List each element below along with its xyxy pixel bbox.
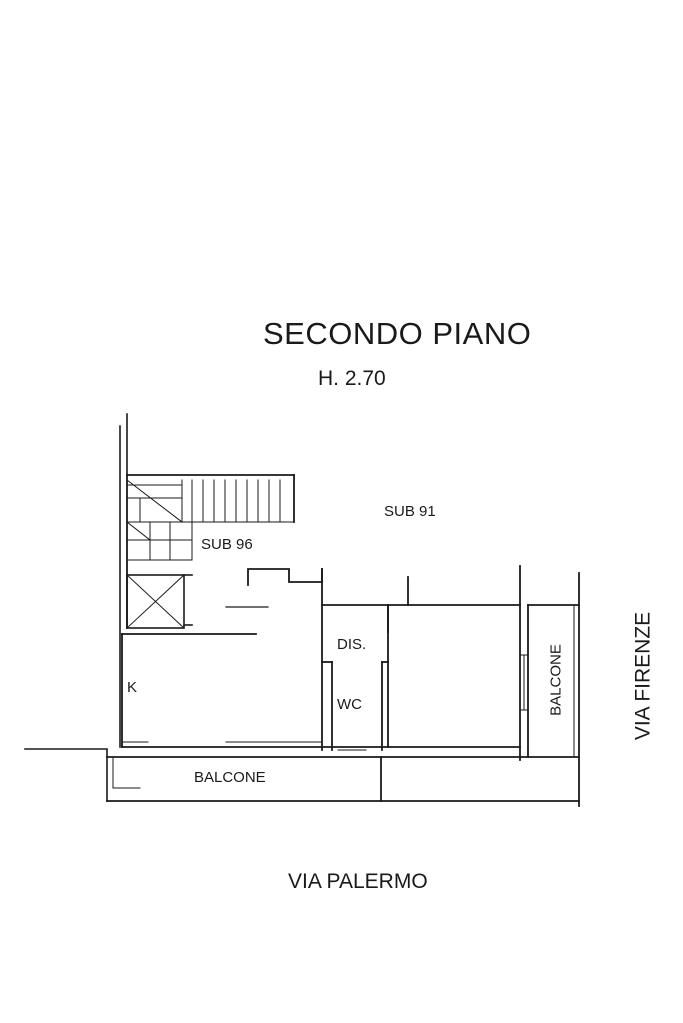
south-facade [121, 741, 521, 751]
room-label-balcony-east: BALCONE [547, 644, 565, 716]
street-label-east: VIA FIRENZE [631, 611, 655, 741]
room-label-sub-96: SUB 96 [201, 536, 253, 553]
wc-walls [321, 661, 389, 751]
room-label-balcony-south: BALCONE [194, 769, 266, 786]
east-windows [519, 654, 529, 711]
floor-title: SECONDO PIANO [263, 316, 532, 351]
room-label-disimpegno: DIS. [337, 636, 367, 653]
entrance-walls [121, 568, 323, 751]
apartment-walls [321, 565, 580, 807]
street-label-south: VIA PALERMO [288, 870, 428, 893]
outer-left-walls [24, 413, 128, 802]
room-label-wc: WC [337, 696, 362, 713]
south-balcony-outline [106, 756, 580, 802]
staircase [126, 479, 295, 561]
lift-shaft [126, 574, 193, 629]
room-label-kitchen: K [127, 679, 138, 696]
east-balcony-outline [527, 604, 575, 758]
ceiling-height-label: H. 2.70 [318, 367, 386, 390]
room-label-sub-91: SUB 91 [384, 503, 436, 520]
